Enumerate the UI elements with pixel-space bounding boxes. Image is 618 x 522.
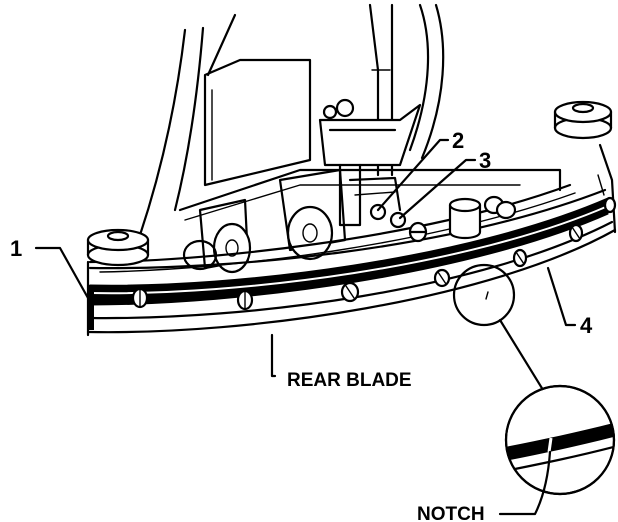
squeegee-lift-bracket bbox=[320, 100, 420, 225]
notch-magnifier-detail bbox=[500, 386, 618, 514]
squeegee-assembly bbox=[88, 145, 615, 335]
bumper-wheel-left bbox=[88, 230, 148, 265]
knob bbox=[514, 250, 526, 266]
callout-1: 1 bbox=[10, 236, 22, 261]
rear-blade-label: REAR BLADE bbox=[287, 370, 412, 391]
callout-3: 3 bbox=[479, 148, 491, 173]
bumper-wheel-right bbox=[555, 102, 611, 138]
caster-wheel-right bbox=[280, 170, 345, 259]
knob bbox=[435, 270, 449, 286]
knob bbox=[570, 225, 582, 241]
vacuum-hose-port bbox=[450, 199, 480, 238]
callout-2: 2 bbox=[452, 128, 464, 153]
notch-label: NOTCH bbox=[417, 504, 485, 522]
knob bbox=[605, 198, 615, 212]
top-knobs bbox=[371, 197, 515, 241]
knob bbox=[238, 291, 252, 309]
knob bbox=[133, 289, 147, 307]
callout-4: 4 bbox=[580, 313, 593, 338]
notch-magnifier-source bbox=[454, 265, 514, 325]
knob bbox=[342, 283, 358, 301]
notch-magnifier-connector bbox=[500, 320, 548, 398]
